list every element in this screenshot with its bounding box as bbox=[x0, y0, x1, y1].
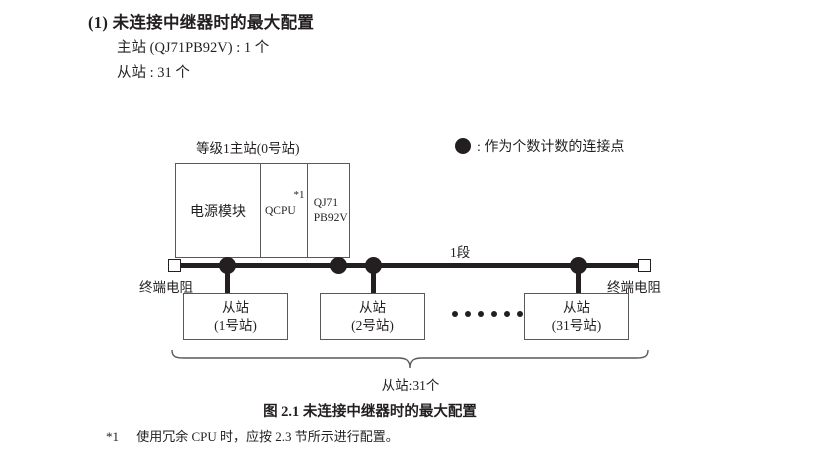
drop-line-slave2 bbox=[371, 266, 376, 294]
cpu-footnote-mark: *1 bbox=[293, 189, 305, 201]
terminal-resistor-right-icon bbox=[638, 259, 651, 272]
slave-station-number-1: (1号站) bbox=[214, 317, 257, 333]
footnote: *1 使用冗余 CPU 时，应按 2.3 节所示进行配置。 bbox=[106, 426, 399, 445]
connection-dot-master bbox=[330, 257, 347, 274]
network-module-label-line1: QJ71 bbox=[313, 197, 339, 210]
slave-station-box-31: 从站 (31号站) bbox=[524, 293, 629, 340]
slave-station-box-1: 从站 (1号站) bbox=[183, 293, 288, 340]
ellipsis-dots-icon bbox=[452, 311, 523, 317]
slave-station-number-2: (2号站) bbox=[351, 317, 394, 333]
slave-title-31: 从站 bbox=[563, 299, 590, 315]
terminal-resistor-left-icon bbox=[168, 259, 181, 272]
power-module-label: 电源模块 bbox=[190, 204, 246, 220]
figure-caption: 图 2.1 未连接中继器时的最大配置 bbox=[263, 404, 477, 420]
connection-dot-slave1 bbox=[219, 257, 236, 274]
network-module-label-line2: PB92V bbox=[313, 211, 348, 224]
master-station-label: 等级1主站(0号站) bbox=[196, 141, 300, 156]
network-module-cell: QJ71 PB92V bbox=[308, 164, 349, 257]
cpu-module-cell: QCPU *1 bbox=[261, 164, 309, 257]
bus-trunk-line bbox=[174, 263, 651, 268]
filled-circle-icon bbox=[455, 138, 471, 154]
cpu-module-label: QCPU bbox=[265, 205, 296, 217]
power-module-cell: 电源模块 bbox=[176, 164, 261, 257]
page-title: (1) 未连接中继器时的最大配置 bbox=[88, 13, 315, 32]
terminal-resistor-right-label: 终端电阻 bbox=[607, 280, 661, 295]
slave-group-brace-label: 从站:31个 bbox=[381, 378, 440, 393]
slave-title-1: 从站 bbox=[222, 299, 249, 315]
slave-title-2: 从站 bbox=[359, 299, 386, 315]
terminal-resistor-left-label: 终端电阻 bbox=[139, 280, 193, 295]
slave-count-line: 从站 : 31 个 bbox=[117, 65, 190, 81]
slave-group-brace bbox=[170, 348, 650, 375]
slave-station-box-2: 从站 (2号站) bbox=[320, 293, 425, 340]
master-station-box: 电源模块 QCPU *1 QJ71 PB92V bbox=[175, 163, 350, 258]
connection-dot-slave2 bbox=[365, 257, 382, 274]
drop-line-slave31 bbox=[576, 266, 581, 294]
master-count-line: 主站 (QJ71PB92V) : 1 个 bbox=[117, 40, 270, 56]
legend-label: : 作为个数计数的连接点 bbox=[477, 140, 625, 155]
footnote-text: 使用冗余 CPU 时，应按 2.3 节所示进行配置。 bbox=[136, 429, 399, 444]
connection-dot-slave31 bbox=[570, 257, 587, 274]
drop-line-slave1 bbox=[225, 266, 230, 294]
footnote-mark: *1 bbox=[106, 429, 119, 444]
slave-station-number-31: (31号站) bbox=[551, 317, 602, 333]
legend: : 作为个数计数的连接点 bbox=[455, 136, 624, 156]
segment-count-label: 1段 bbox=[450, 245, 471, 260]
